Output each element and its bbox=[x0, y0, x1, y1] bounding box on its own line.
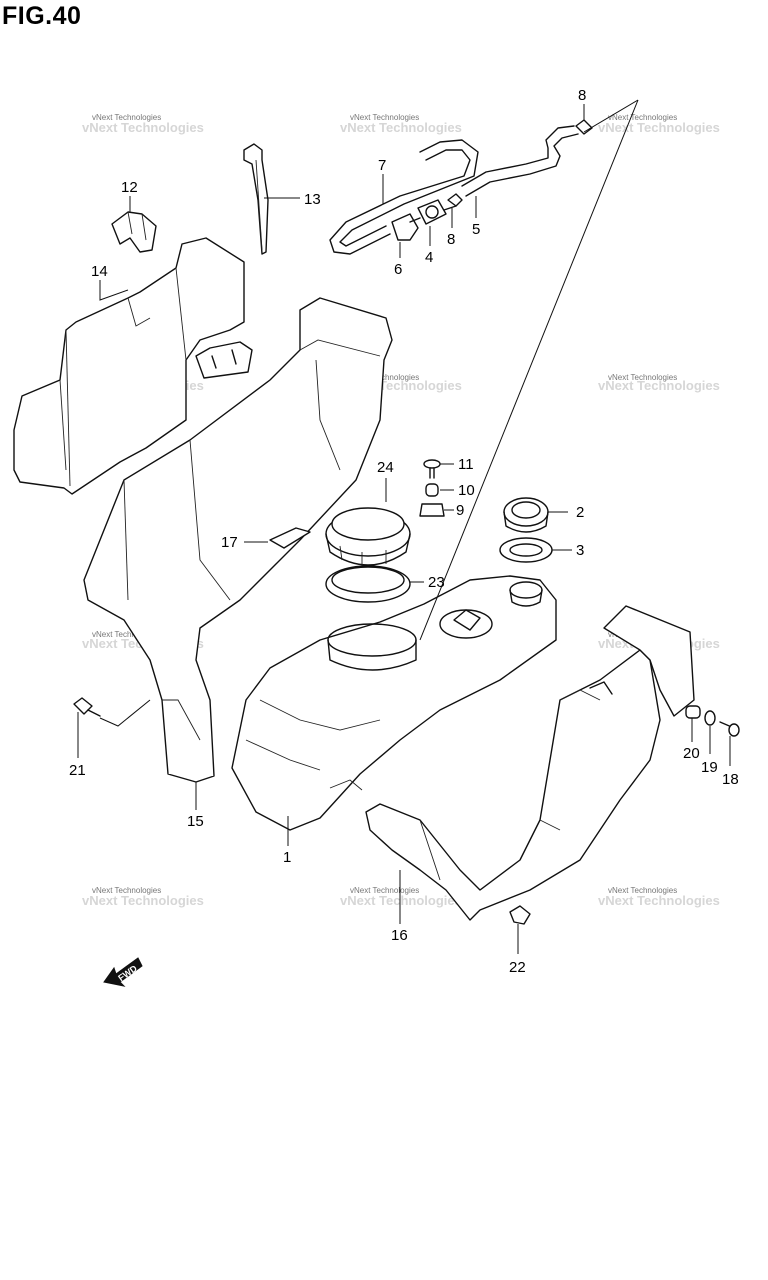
callout-12: 12 bbox=[121, 179, 138, 196]
callout-10: 10 bbox=[458, 482, 475, 499]
callout-labels: 8 7 5 8 4 6 12 13 14 24 11 10 9 2 3 17 2… bbox=[69, 87, 739, 976]
watermark: vNext Technologies bbox=[92, 630, 161, 639]
side-cover bbox=[365, 605, 695, 921]
callout-3: 3 bbox=[576, 542, 584, 559]
vent-hose bbox=[461, 125, 579, 197]
watermark-ghost: vNext Technologies bbox=[340, 893, 462, 908]
callout-22: 22 bbox=[509, 959, 526, 976]
watermark: vNext Technologies bbox=[608, 113, 677, 122]
cap-gasket bbox=[499, 537, 553, 563]
bolt-18 bbox=[719, 721, 740, 737]
pump-ring bbox=[325, 507, 411, 566]
fuel-tank bbox=[231, 575, 557, 831]
watermark: vNext Technologies bbox=[92, 113, 161, 122]
watermark: vNext Technologies bbox=[350, 886, 419, 895]
callout-19: 19 bbox=[701, 759, 718, 776]
clip-22 bbox=[509, 905, 531, 925]
watermark: vNext Technologies bbox=[608, 373, 677, 382]
caution-label bbox=[269, 527, 311, 549]
callout-21: 21 bbox=[69, 762, 86, 779]
callout-24: 24 bbox=[377, 459, 394, 476]
callout-17: 17 bbox=[221, 534, 238, 551]
callout-5: 5 bbox=[472, 221, 480, 238]
callout-18: 18 bbox=[722, 771, 739, 788]
hose-clamp bbox=[447, 119, 593, 207]
callout-4: 4 bbox=[425, 249, 433, 266]
watermark: vNext Technologies bbox=[350, 113, 419, 122]
collar-20 bbox=[685, 705, 701, 719]
fwd-arrow-icon: FWD bbox=[103, 957, 143, 987]
cable-tie bbox=[243, 143, 269, 255]
fuel-tank-guard bbox=[83, 297, 393, 783]
watermark: vNext Technologies bbox=[608, 886, 677, 895]
callout-11: 11 bbox=[458, 456, 474, 473]
check-valve bbox=[391, 199, 457, 241]
callout-13: 13 bbox=[304, 191, 321, 208]
callout-6: 6 bbox=[394, 261, 402, 278]
watermark: vNext Technologies bbox=[350, 373, 419, 382]
callout-8-top: 8 bbox=[578, 87, 586, 104]
callout-20: 20 bbox=[683, 745, 700, 762]
pump-gasket bbox=[325, 565, 411, 603]
watermark-ghost: vNext Technologies bbox=[82, 120, 204, 135]
watermark: vNext Technologies bbox=[92, 886, 161, 895]
heat-shield-plate bbox=[13, 237, 245, 495]
callout-1: 1 bbox=[283, 849, 291, 866]
leader-lines bbox=[77, 99, 731, 954]
figure-title: FIG.40 bbox=[2, 2, 82, 30]
callout-14: 14 bbox=[91, 263, 108, 280]
callout-23: 23 bbox=[428, 574, 445, 591]
callout-2: 2 bbox=[576, 504, 584, 521]
callout-8: 8 bbox=[447, 231, 455, 248]
breather-hose bbox=[329, 139, 479, 255]
watermark-ghost: vNext Technologies bbox=[598, 120, 720, 135]
grommet-stack bbox=[419, 459, 445, 517]
washer-19 bbox=[704, 710, 716, 726]
callout-16: 16 bbox=[391, 927, 408, 944]
bolt-21 bbox=[73, 697, 101, 717]
callout-9: 9 bbox=[456, 502, 464, 519]
fuel-cap bbox=[503, 497, 549, 533]
callout-7: 7 bbox=[378, 157, 386, 174]
watermark-ghost: vNext Technologies bbox=[598, 378, 720, 393]
watermark-ghost: vNext Technologies bbox=[598, 893, 720, 908]
callout-15: 15 bbox=[187, 813, 204, 830]
watermark-ghost: vNext Technologies bbox=[82, 893, 204, 908]
clip-part bbox=[111, 211, 157, 253]
watermark-ghost: vNext Technologies bbox=[340, 120, 462, 135]
